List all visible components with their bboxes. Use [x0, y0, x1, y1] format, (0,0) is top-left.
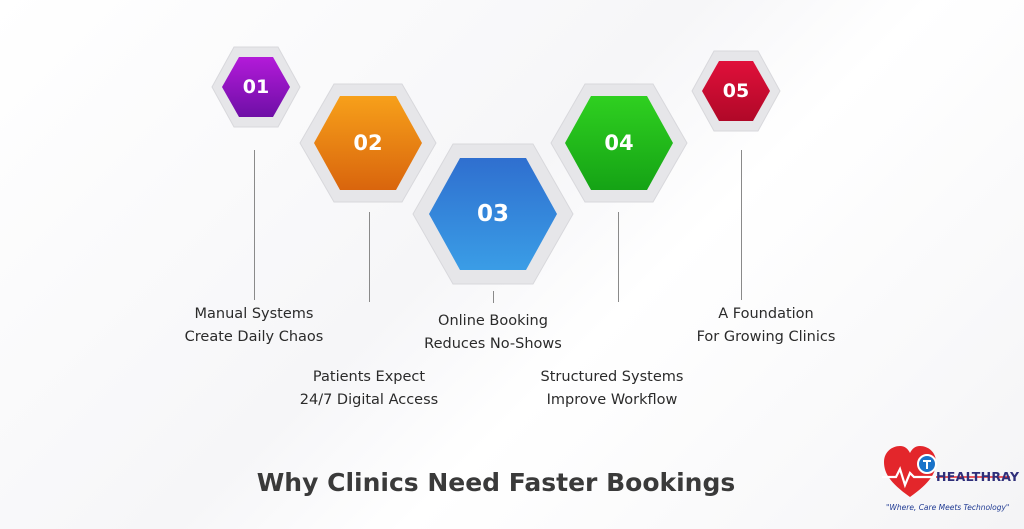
step-number-05: 05 — [722, 80, 750, 102]
hexagon-step-03: 03 — [412, 143, 574, 285]
step-label-02-line2: 24/7 Digital Access — [299, 392, 439, 408]
step-label-01-line2: Create Daily Chaos — [184, 329, 324, 345]
step-label-04-line2: Improve Workflow — [546, 392, 678, 408]
connector-line-05 — [741, 150, 742, 300]
diagram-title: Why Clinics Need Faster Bookings — [256, 468, 736, 497]
connector-line-03 — [493, 291, 494, 303]
hexagon-step-04: 04 — [550, 83, 688, 203]
step-label-01-line1: Manual Systems — [194, 306, 314, 322]
connector-line-04 — [618, 212, 619, 302]
logo-wordmark: HEALTHRAY — [936, 469, 1020, 484]
connector-line-01 — [254, 150, 255, 300]
step-label-02-line1: Patients Expect — [312, 369, 426, 385]
step-label-03: Online Booking Reduces No-Shows — [400, 310, 586, 356]
heart-logo-icon — [882, 446, 1010, 497]
healthray-logo: HEALTHRAY "Where, Care Meets Technology" — [880, 443, 1020, 523]
step-number-04: 04 — [604, 131, 634, 155]
connector-line-02 — [369, 212, 370, 302]
hexagon-step-02: 02 — [299, 83, 437, 203]
step-label-05: A Foundation For Growing Clinics — [668, 303, 864, 349]
hexagon-step-05: 05 — [691, 50, 781, 132]
step-label-04-line1: Structured Systems — [540, 369, 684, 385]
step-number-03: 03 — [476, 201, 509, 227]
step-label-05-line2: For Growing Clinics — [696, 329, 836, 345]
step-label-02: Patients Expect 24/7 Digital Access — [276, 366, 462, 412]
step-label-01: Manual Systems Create Daily Chaos — [166, 303, 342, 349]
step-number-02: 02 — [353, 131, 383, 155]
step-label-03-line1: Online Booking — [438, 313, 548, 329]
step-number-01: 01 — [242, 76, 270, 98]
step-label-03-line2: Reduces No-Shows — [424, 336, 562, 352]
step-label-04: Structured Systems Improve Workflow — [517, 366, 707, 412]
step-label-05-line1: A Foundation — [718, 306, 814, 322]
logo-tagline: "Where, Care Meets Technology" — [886, 503, 1010, 512]
hexagon-step-01: 01 — [211, 46, 301, 128]
